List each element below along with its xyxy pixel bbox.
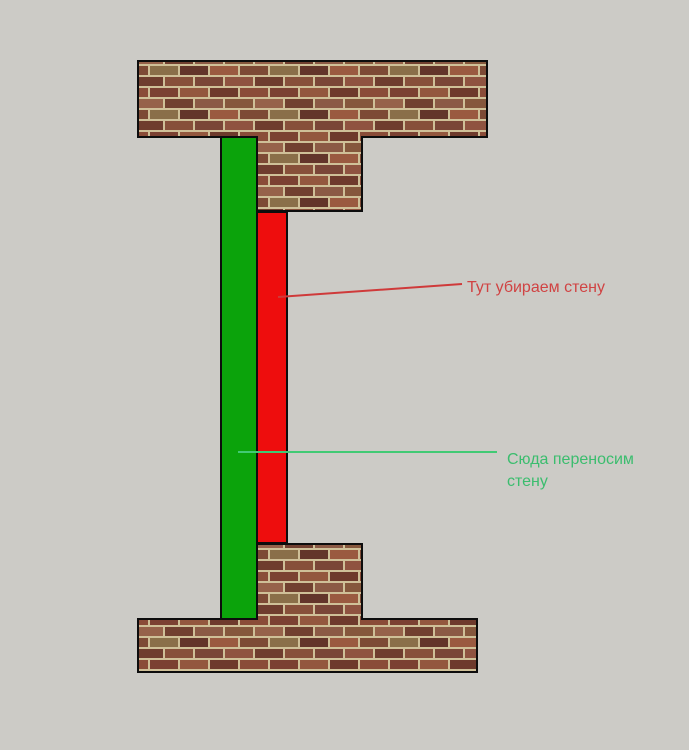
move-wall-label-line2: стену [507,473,548,490]
bottom-brick-wall [137,543,478,673]
removed-wall-bar [256,211,288,544]
move-wall-label-line1: Сюда переносим [507,451,634,468]
move-wall-label: Сюда переносим стену [507,449,634,493]
new-wall-bar [220,136,258,620]
remove-wall-label: Тут убираем стену [467,279,605,296]
remove-wall-leader-line [277,283,463,298]
top-brick-wall [137,60,488,212]
